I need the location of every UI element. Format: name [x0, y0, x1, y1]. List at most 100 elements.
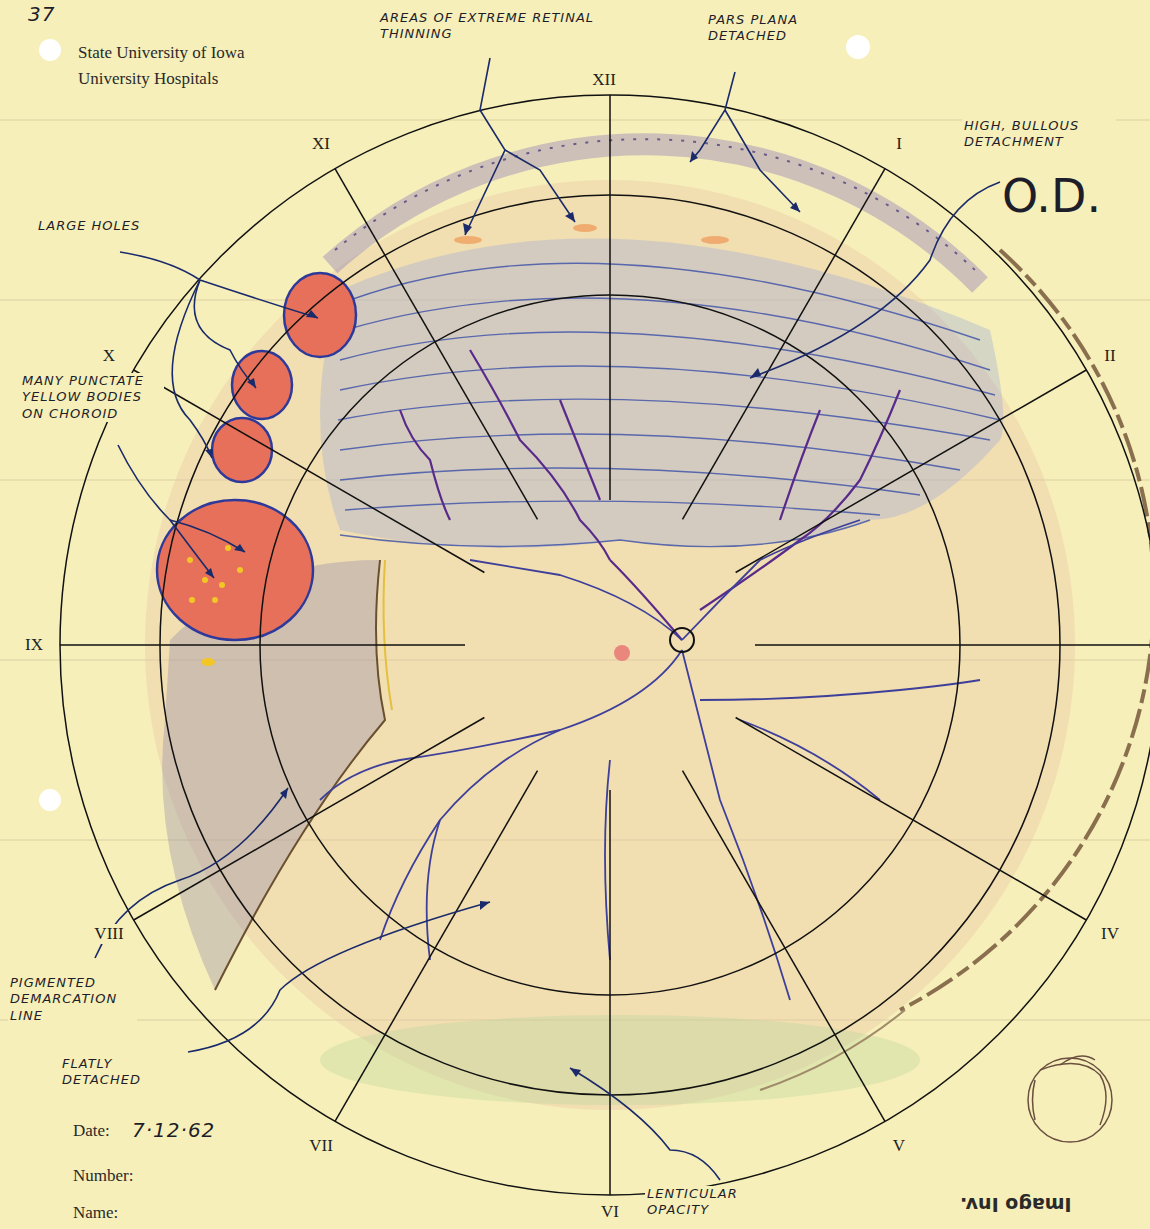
vessels	[470, 560, 682, 640]
leader-heads	[234, 544, 245, 552]
leader-heads	[247, 378, 256, 388]
bullous-detachment	[780, 410, 820, 520]
clock-hour: IV	[1099, 924, 1121, 944]
vessels	[682, 650, 790, 1000]
date-value: 7·12·62	[130, 1118, 217, 1143]
leader-lines	[172, 280, 212, 458]
chart-grid	[609, 95, 611, 500]
clock-hour: IX	[23, 635, 45, 655]
bullous-detachment	[400, 410, 450, 520]
chart-grid	[335, 771, 538, 1122]
bullous-detachment	[340, 468, 920, 495]
leader-lines	[750, 182, 1000, 378]
yellow-bodies	[225, 545, 231, 551]
thinning-areas	[701, 236, 729, 244]
clock-hour: VIII	[92, 924, 125, 944]
punch-holes	[39, 789, 61, 811]
leader-heads	[790, 202, 800, 212]
leader-heads	[205, 151, 800, 1077]
yellow-bodies	[212, 597, 218, 603]
leader-heads	[480, 901, 490, 910]
yellow-bodies	[202, 577, 208, 583]
chart-grid	[60, 95, 1150, 1195]
clock-hour: I	[894, 134, 904, 154]
macula	[614, 645, 630, 661]
leader-lines	[505, 150, 575, 222]
chart-grid	[335, 169, 538, 520]
retinal-holes	[212, 418, 272, 482]
chart-grid	[736, 370, 1087, 573]
bullous-detachment	[345, 298, 990, 370]
annotation: PARS PLANA DETACHED	[706, 12, 835, 45]
yellow-bodies	[189, 597, 195, 603]
eye-sketch	[1060, 1056, 1095, 1065]
annotation: FLATLY DETACHED	[60, 1056, 154, 1089]
eye-sketch	[1028, 1056, 1112, 1142]
chart-grid	[609, 790, 611, 1195]
yellow-bodies	[201, 658, 215, 666]
bullous-detachment	[470, 350, 610, 560]
vessels	[320, 650, 682, 800]
leader-lines	[465, 58, 505, 235]
clock-hour: VII	[307, 1136, 335, 1156]
clock-hour: VI	[599, 1202, 621, 1222]
annotation: MANY PUNCTATE YELLOW BODIES ON CHOROID	[20, 373, 164, 422]
vessels	[427, 730, 560, 960]
leader-lines	[170, 520, 245, 552]
retinal-holes	[157, 500, 313, 640]
leader-heads	[750, 368, 761, 378]
leader-heads	[306, 310, 318, 318]
thinning-areas	[454, 236, 482, 244]
chart-header: State University of Iowa University Hosp…	[78, 40, 283, 91]
vessels	[682, 520, 860, 640]
annotation: PIGMENTED DEMARCATION LINE	[8, 975, 137, 1024]
clock-hour: V	[891, 1136, 907, 1156]
clock-hour: II	[1102, 346, 1117, 366]
form-field: Number:	[73, 1163, 133, 1189]
leader-lines	[188, 902, 490, 1052]
pigmented-region	[384, 560, 392, 710]
leader-lines	[95, 58, 1000, 1180]
eye-sketch	[1028, 1058, 1112, 1142]
yellow-bodies	[219, 582, 225, 588]
form-field: Name:	[73, 1200, 118, 1226]
fundus	[760, 1010, 905, 1090]
clock-hour: XII	[590, 70, 618, 90]
thinning-areas	[573, 224, 597, 232]
page-number: 37	[26, 2, 57, 27]
annotation: LARGE HOLES	[36, 218, 180, 234]
chart-grid	[755, 644, 1150, 646]
annotation: LENTICULAR OPACITY	[645, 1186, 779, 1219]
bullous-detachment	[610, 560, 682, 640]
yellow-bodies	[187, 557, 193, 563]
eye-sketch	[1040, 1064, 1106, 1125]
vessels	[700, 680, 980, 700]
bullous-detachment	[320, 239, 1003, 548]
clock-hour: XI	[310, 134, 332, 154]
punch-holes	[39, 39, 61, 61]
annotation: HIGH, BULLOUS DETACHMENT	[962, 118, 1116, 151]
chart-grid	[736, 718, 1087, 921]
bullous-detachment	[340, 366, 1000, 420]
annotation: AREAS OF EXTREME RETINAL THINNING	[378, 10, 637, 43]
eye-sketch	[1033, 1080, 1036, 1120]
leader-heads	[690, 151, 698, 162]
chart-grid	[134, 718, 485, 921]
punch-holes	[846, 35, 870, 59]
leader-lines	[118, 445, 214, 578]
chart-grid	[60, 95, 1150, 1195]
thinning-areas	[454, 224, 729, 244]
vessels	[320, 520, 980, 1000]
bullous-detachment	[340, 332, 995, 395]
chart-grid	[60, 644, 465, 646]
leader-heads	[205, 568, 214, 578]
bullous-detachment	[338, 263, 1000, 546]
retinal-holes	[232, 351, 292, 419]
yellow-bodies	[237, 567, 243, 573]
retinal-holes	[284, 273, 356, 357]
leader-heads	[280, 788, 288, 799]
yellow-bodies	[187, 545, 243, 666]
stamp-text: Imago Inv.	[960, 1190, 1072, 1219]
eye-marker: O.D.	[1000, 168, 1103, 226]
